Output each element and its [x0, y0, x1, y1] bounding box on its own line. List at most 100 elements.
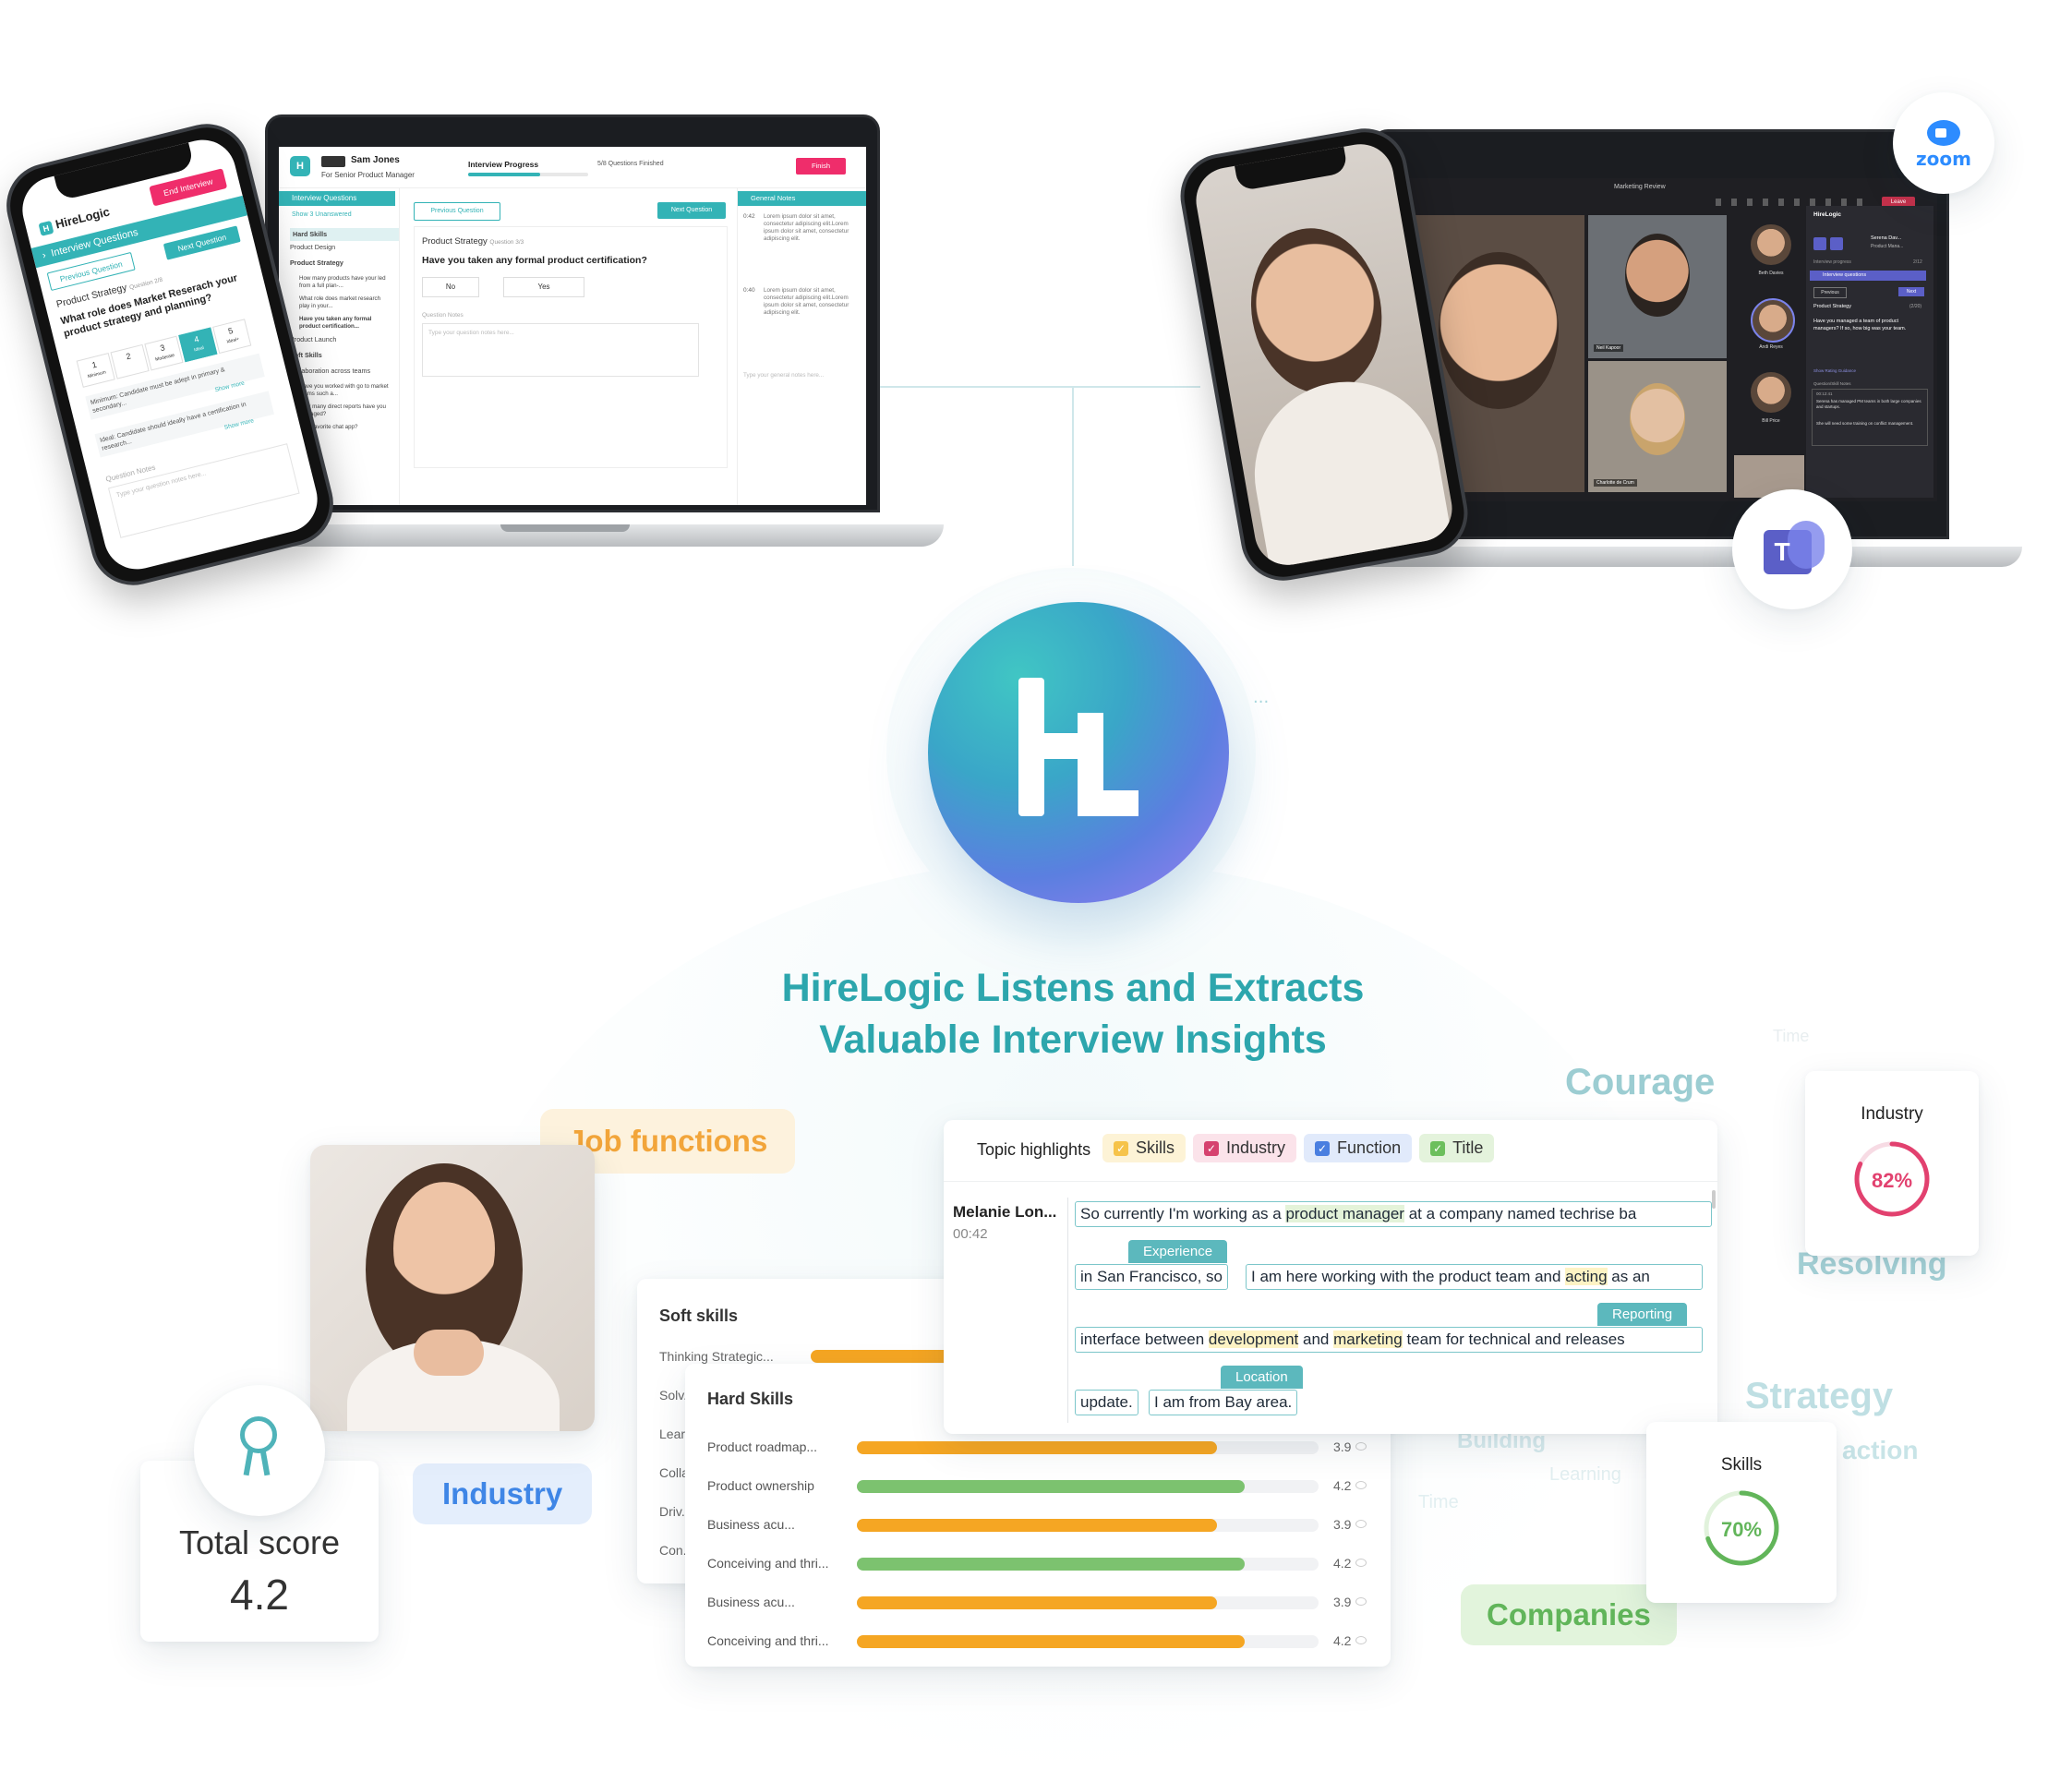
sidebar-question-item[interactable]: Product Design [290, 243, 336, 251]
skills-percent-card: Skills 70% [1646, 1422, 1837, 1603]
transcript-scrollbar[interactable] [1712, 1190, 1716, 1209]
participant-name: Beth Davies [1758, 271, 1784, 276]
panel-notes-label: Question/Skill Notes [1813, 381, 1851, 386]
rating-option-label: Ideal [193, 344, 205, 354]
industry-ring [1854, 1141, 1930, 1217]
panel-progress: Interview progress [1813, 259, 1851, 265]
checkbox-icon[interactable]: ✓ [1430, 1141, 1446, 1157]
sidebar-question-item[interactable]: What role does market research play in y… [299, 295, 381, 309]
participant-name: Charlotte de Crum [1594, 479, 1637, 487]
panel-note-2: She will need some training on conflict … [1816, 421, 1914, 426]
meeting-title: Marketing Review [1614, 184, 1666, 190]
show-unanswered-link[interactable]: Show 3 Unanswered [292, 211, 352, 218]
participant-name: Andi Reyes [1759, 344, 1783, 350]
hard-skill-label: Product roadmap... [707, 1439, 818, 1454]
skills-percent-label: Skills [1720, 1455, 1763, 1475]
rating-option-label: Ideal+ [225, 336, 240, 345]
soft-skill-bar [811, 1350, 958, 1363]
topic-chip[interactable]: ✓Function [1304, 1134, 1413, 1162]
sidebar-question-item[interactable]: How many direct reports have you managed… [299, 403, 386, 417]
topic-chip-label: Industry [1226, 1138, 1286, 1157]
panel-progress-count: 2/12 [1913, 259, 1922, 265]
hard-skill-bar [857, 1558, 1245, 1571]
question-text: Have you taken any formal product certif… [422, 255, 647, 266]
note-text-1: Lorem ipsum dolor sit amet, consectetur … [764, 213, 849, 242]
hero-heading-line-1: HireLogic Listens and Extracts [781, 966, 1365, 1010]
checkbox-icon[interactable]: ✓ [1204, 1141, 1220, 1157]
sidebar-question-item[interactable]: Have you worked with go to market teams … [299, 383, 389, 397]
panel-topic: Product Strategy [1813, 304, 1851, 309]
finish-button[interactable]: Finish [796, 158, 846, 175]
panel-avatar-2 [1830, 237, 1843, 250]
checkbox-icon[interactable]: ✓ [1114, 1141, 1128, 1157]
hard-skill-bar [857, 1635, 1245, 1648]
topic-highlights-label: Topic highlights [977, 1140, 1091, 1159]
sidebar-question-item[interactable]: Hard Skills [290, 228, 399, 241]
panel-rating-guidance[interactable]: Show Rating Guidance [1813, 368, 1857, 373]
panel-note-time: 00:12:41 [1816, 391, 1833, 396]
video-tile-3: Charlotte de Crum [1588, 361, 1727, 492]
hero-heading-line-2: Valuable Interview Insights [819, 1017, 1327, 1062]
panel-question: Have you managed a team of product manag… [1813, 319, 1907, 331]
connector-horizontal [868, 386, 1200, 388]
hard-skill-bar [857, 1596, 1217, 1609]
sidebar-question-item[interactable]: Have you taken any formal product certif… [299, 316, 372, 330]
leave-button[interactable]: Leave [1882, 197, 1915, 208]
sidebar-question-item[interactable]: Product Launch [290, 335, 337, 343]
sidebar-question-item[interactable]: Your favorite chat app? [299, 424, 358, 430]
progress-label: Interview Progress [468, 160, 539, 169]
sidebar-question-item[interactable]: Soft Skills [290, 351, 322, 359]
panel-prev-button[interactable]: Previous [1813, 287, 1847, 298]
hard-skill-label: Business acu... [707, 1517, 795, 1532]
sidebar-title[interactable]: Interview Questions [279, 191, 395, 206]
word-time-1: Time [1773, 1027, 1810, 1045]
panel-next-button[interactable]: Next [1898, 287, 1924, 296]
answer-no-button[interactable]: No [422, 277, 479, 297]
soft-skill-label: Thinking Strategic... [659, 1349, 774, 1364]
eye-icon [1355, 1481, 1367, 1489]
checkbox-icon[interactable]: ✓ [1315, 1141, 1331, 1157]
candidate-role: For Senior Product Manager [321, 171, 415, 179]
hard-skill-score: 4.2 [1333, 1556, 1352, 1571]
question-notes-input[interactable]: Type your question notes here... [422, 323, 699, 377]
soft-skills-title: Soft skills [659, 1306, 739, 1325]
topic-chips: ✓ Skills ✓ Industry ✓Function✓Title [1102, 1134, 1501, 1162]
zoom-label: zoom [1916, 148, 1971, 170]
topic-chip[interactable]: ✓ Skills [1102, 1134, 1187, 1162]
hard-skill-bar [857, 1441, 1217, 1454]
companies-chip: Companies [1461, 1584, 1677, 1645]
left-laptop-app: H Sam Jones For Senior Product Manager I… [279, 147, 866, 505]
answer-yes-button[interactable]: Yes [503, 277, 584, 297]
hard-skills-title: Hard Skills [707, 1390, 794, 1408]
rating-option[interactable]: 2 [110, 343, 150, 379]
left-laptop-screen: H Sam Jones For Senior Product Manager I… [265, 114, 880, 512]
panel-note-1: Serena has managed PM teams in both larg… [1816, 399, 1921, 409]
sidebar-question-item[interactable]: How many products have your led from a f… [299, 275, 386, 289]
phone-notes-input[interactable]: Type your question notes here... [107, 443, 300, 538]
tag-experience: Experience [1128, 1240, 1228, 1263]
sidebar-question-item[interactable]: Product Strategy [290, 259, 343, 267]
topic-chip-label: Skills [1136, 1138, 1175, 1157]
prev-question-button[interactable]: Previous Question [414, 202, 500, 221]
note-time-1: 0:42 [743, 213, 755, 220]
general-notes-title: General Notes [738, 191, 866, 206]
next-question-button[interactable]: Next Question [657, 202, 726, 219]
eye-icon [1355, 1636, 1367, 1644]
general-notes-input[interactable]: Type your general notes here... [743, 372, 825, 379]
participant-avatar [1751, 372, 1791, 413]
eye-icon [1355, 1559, 1367, 1567]
word-courage: Courage [1565, 1062, 1716, 1102]
soft-skill-label: Driv... [659, 1504, 693, 1519]
topic-chip[interactable]: ✓Title [1419, 1134, 1495, 1162]
skills-ring [1704, 1490, 1779, 1566]
hard-skill-track [857, 1558, 1319, 1571]
general-notes-panel: General Notes 0:42 Lorem ipsum dolor sit… [737, 187, 866, 505]
sidebar-question-item[interactable]: Collaboration across teams [290, 367, 371, 375]
panel-section[interactable]: Interview questions [1810, 271, 1926, 281]
topic-chip[interactable]: ✓ Industry [1193, 1134, 1297, 1162]
hard-skill-bar [857, 1480, 1245, 1493]
